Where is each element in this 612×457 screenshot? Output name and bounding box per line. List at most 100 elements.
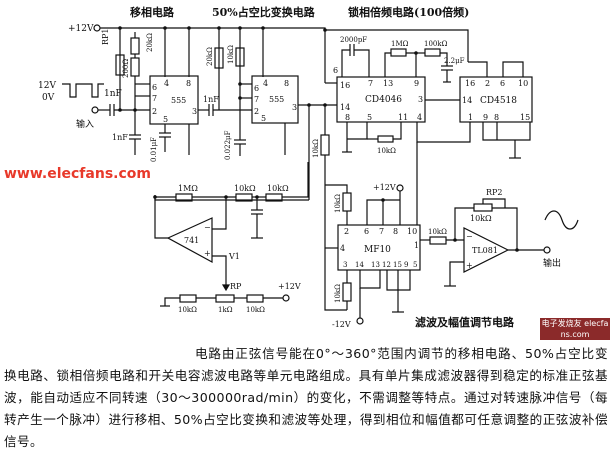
pin-label: 6 <box>254 84 259 93</box>
r-200-label: 200Ω <box>122 59 130 78</box>
r-10k-label: 10kΩ <box>234 184 256 193</box>
pin-label: 4 <box>340 244 345 253</box>
tl081-label: TL081 <box>472 246 498 255</box>
rp2-label: RP2 <box>486 188 503 197</box>
pin-label: 8 <box>284 79 289 88</box>
pin-label: 8 <box>186 79 191 88</box>
output-terminal[interactable] <box>543 246 551 254</box>
r-10k-label: 10kΩ <box>227 45 235 64</box>
opamp-tl081 <box>463 227 510 273</box>
site-logo-badge: 电子发烧友 elecfans.com <box>540 318 610 340</box>
minus-sign: − <box>204 223 211 232</box>
pin-label: 8 <box>494 113 499 122</box>
pin-label: 1 <box>414 241 419 250</box>
resistor-200 <box>130 57 140 77</box>
r-10k-label: 10kΩ <box>312 139 320 158</box>
pin-label: 4 <box>417 113 422 122</box>
pin-label: 6 <box>364 227 369 236</box>
ic-555-2 <box>251 75 299 124</box>
r-20k-label: 20kΩ <box>146 33 154 52</box>
pin-label: 3 <box>418 95 423 104</box>
ic2-label: 555 <box>269 95 284 104</box>
r-10k-label: 10kΩ <box>470 214 492 223</box>
potentiometer-rp[interactable] <box>215 294 235 303</box>
pll-circuit: 16 7 13 9 14 3 8 5 11 4 6 CD4046 2000pF … <box>309 36 471 175</box>
pin-label: 10 <box>518 79 528 88</box>
pin-label: 1 <box>468 113 473 122</box>
c-0022uf-label: 0.022μF <box>224 130 232 160</box>
ic-555-1 <box>149 75 199 125</box>
resistor-rp1 <box>115 54 125 76</box>
circuit-schematic: 移相电路 50%占空比变换电路 锁相倍频电路(100倍频) 滤波及幅值调节电路 … <box>4 5 579 329</box>
v1-label: V1 <box>228 252 240 261</box>
plus-sign: + <box>466 261 473 270</box>
pin-label: 10 <box>407 227 417 236</box>
c-001uf-label: 0.01μF <box>150 137 158 162</box>
pin-label: 11 <box>398 113 408 122</box>
pin-label: 2 <box>254 107 259 116</box>
pin-label: 8 <box>393 227 398 236</box>
pin-label: 5 <box>413 261 417 269</box>
r-1k-label: 1kΩ <box>218 306 233 314</box>
counter-circuit: 16 2 6 10 14 1 9 8 15 CD4518 <box>459 61 533 159</box>
c-22uf-label: 2.2μF <box>444 57 465 65</box>
title-phase-shift: 移相电路 <box>130 5 175 19</box>
pulse-waveform-icon <box>62 83 104 98</box>
c-2000pf-label: 2000pF <box>340 36 367 44</box>
pin-label: 7 <box>368 79 373 88</box>
mf10-label: MF10 <box>364 245 391 255</box>
pin-label: 6 <box>500 79 505 88</box>
phase-shift-circuit: RP1 20kΩ 200Ω 4 8 6 7 2 3 5 555 12V 0V 1… <box>38 29 199 162</box>
r-20k-label: 20kΩ <box>206 47 214 66</box>
duty-cycle-circuit: 1nF 20kΩ 10kΩ 0.022μF 4 8 6 7 2 3 5 555 <box>198 45 311 200</box>
amplitude-opamp: 10kΩ RP2 10kΩ TL081 −+ 输出 <box>420 188 579 287</box>
rp1-label: RP1 <box>101 29 110 46</box>
sine-wave-icon <box>544 210 579 230</box>
c-1nf-label: 1nF <box>104 89 122 99</box>
pin-label: 14 <box>355 261 364 269</box>
c-1nf-label: 1nF <box>112 133 128 142</box>
potentiometer-rp2[interactable] <box>473 203 493 212</box>
r-10k-label: 10kΩ <box>178 306 197 314</box>
r-10k-label: 10kΩ <box>428 228 447 236</box>
plus-sign: + <box>204 249 211 258</box>
vcc-label: +12V <box>68 24 94 34</box>
pin-label: 7 <box>254 95 259 104</box>
input-label: 输入 <box>76 118 94 130</box>
pin-label: 3 <box>292 103 297 112</box>
r-100k-label: 100kΩ <box>424 40 448 48</box>
watermark: www.elecfans.com <box>4 166 151 182</box>
c-1nf-label: 1nF <box>203 95 219 104</box>
pin-label: 15 <box>520 113 530 122</box>
opamp-741-label: 741 <box>184 236 199 245</box>
pin-label: 13 <box>371 261 380 269</box>
pin-label: 15 <box>393 261 402 269</box>
power-rail: +12V <box>68 24 469 110</box>
pin-label: 4 <box>164 79 169 88</box>
output-label: 输出 <box>543 257 561 269</box>
pin-label: 6 <box>152 83 157 92</box>
filter-circuit: 2 6 7 8 10 4 1 3 14 13 12 15 9 5 MF10 +1… <box>324 170 421 329</box>
pin-label: 4 <box>263 79 268 88</box>
input-terminal[interactable] <box>91 106 99 114</box>
pin-label: 16 <box>465 79 475 88</box>
title-pll: 锁相倍频电路(100倍频) <box>348 5 469 19</box>
pin-label: 3 <box>192 107 197 116</box>
pin-label: 3 <box>343 261 347 269</box>
pin-label: 16 <box>340 81 350 90</box>
potentiometer-20k <box>130 37 140 55</box>
pin-label: 7 <box>379 227 384 236</box>
pin-label: 6 <box>333 66 338 75</box>
r-10k-label: 10kΩ <box>246 306 265 314</box>
cd4046-label: CD4046 <box>365 95 402 105</box>
phase-adjust-opamp: 1MΩ 10kΩ 10kΩ 741 −+ V1 RP 10kΩ 1kΩ 10kΩ… <box>153 162 309 314</box>
vcc-label: +12V <box>278 282 301 291</box>
pin-label: 5 <box>261 114 266 123</box>
title-filter: 滤波及幅值调节电路 <box>415 315 515 329</box>
pin-label: 2 <box>485 79 490 88</box>
pin-label: 14 <box>340 103 350 112</box>
r-10k-label: 10kΩ <box>334 194 342 213</box>
cd4518-label: CD4518 <box>480 96 517 106</box>
vcc-terminal <box>93 24 101 32</box>
pin-label: 7 <box>152 94 157 103</box>
